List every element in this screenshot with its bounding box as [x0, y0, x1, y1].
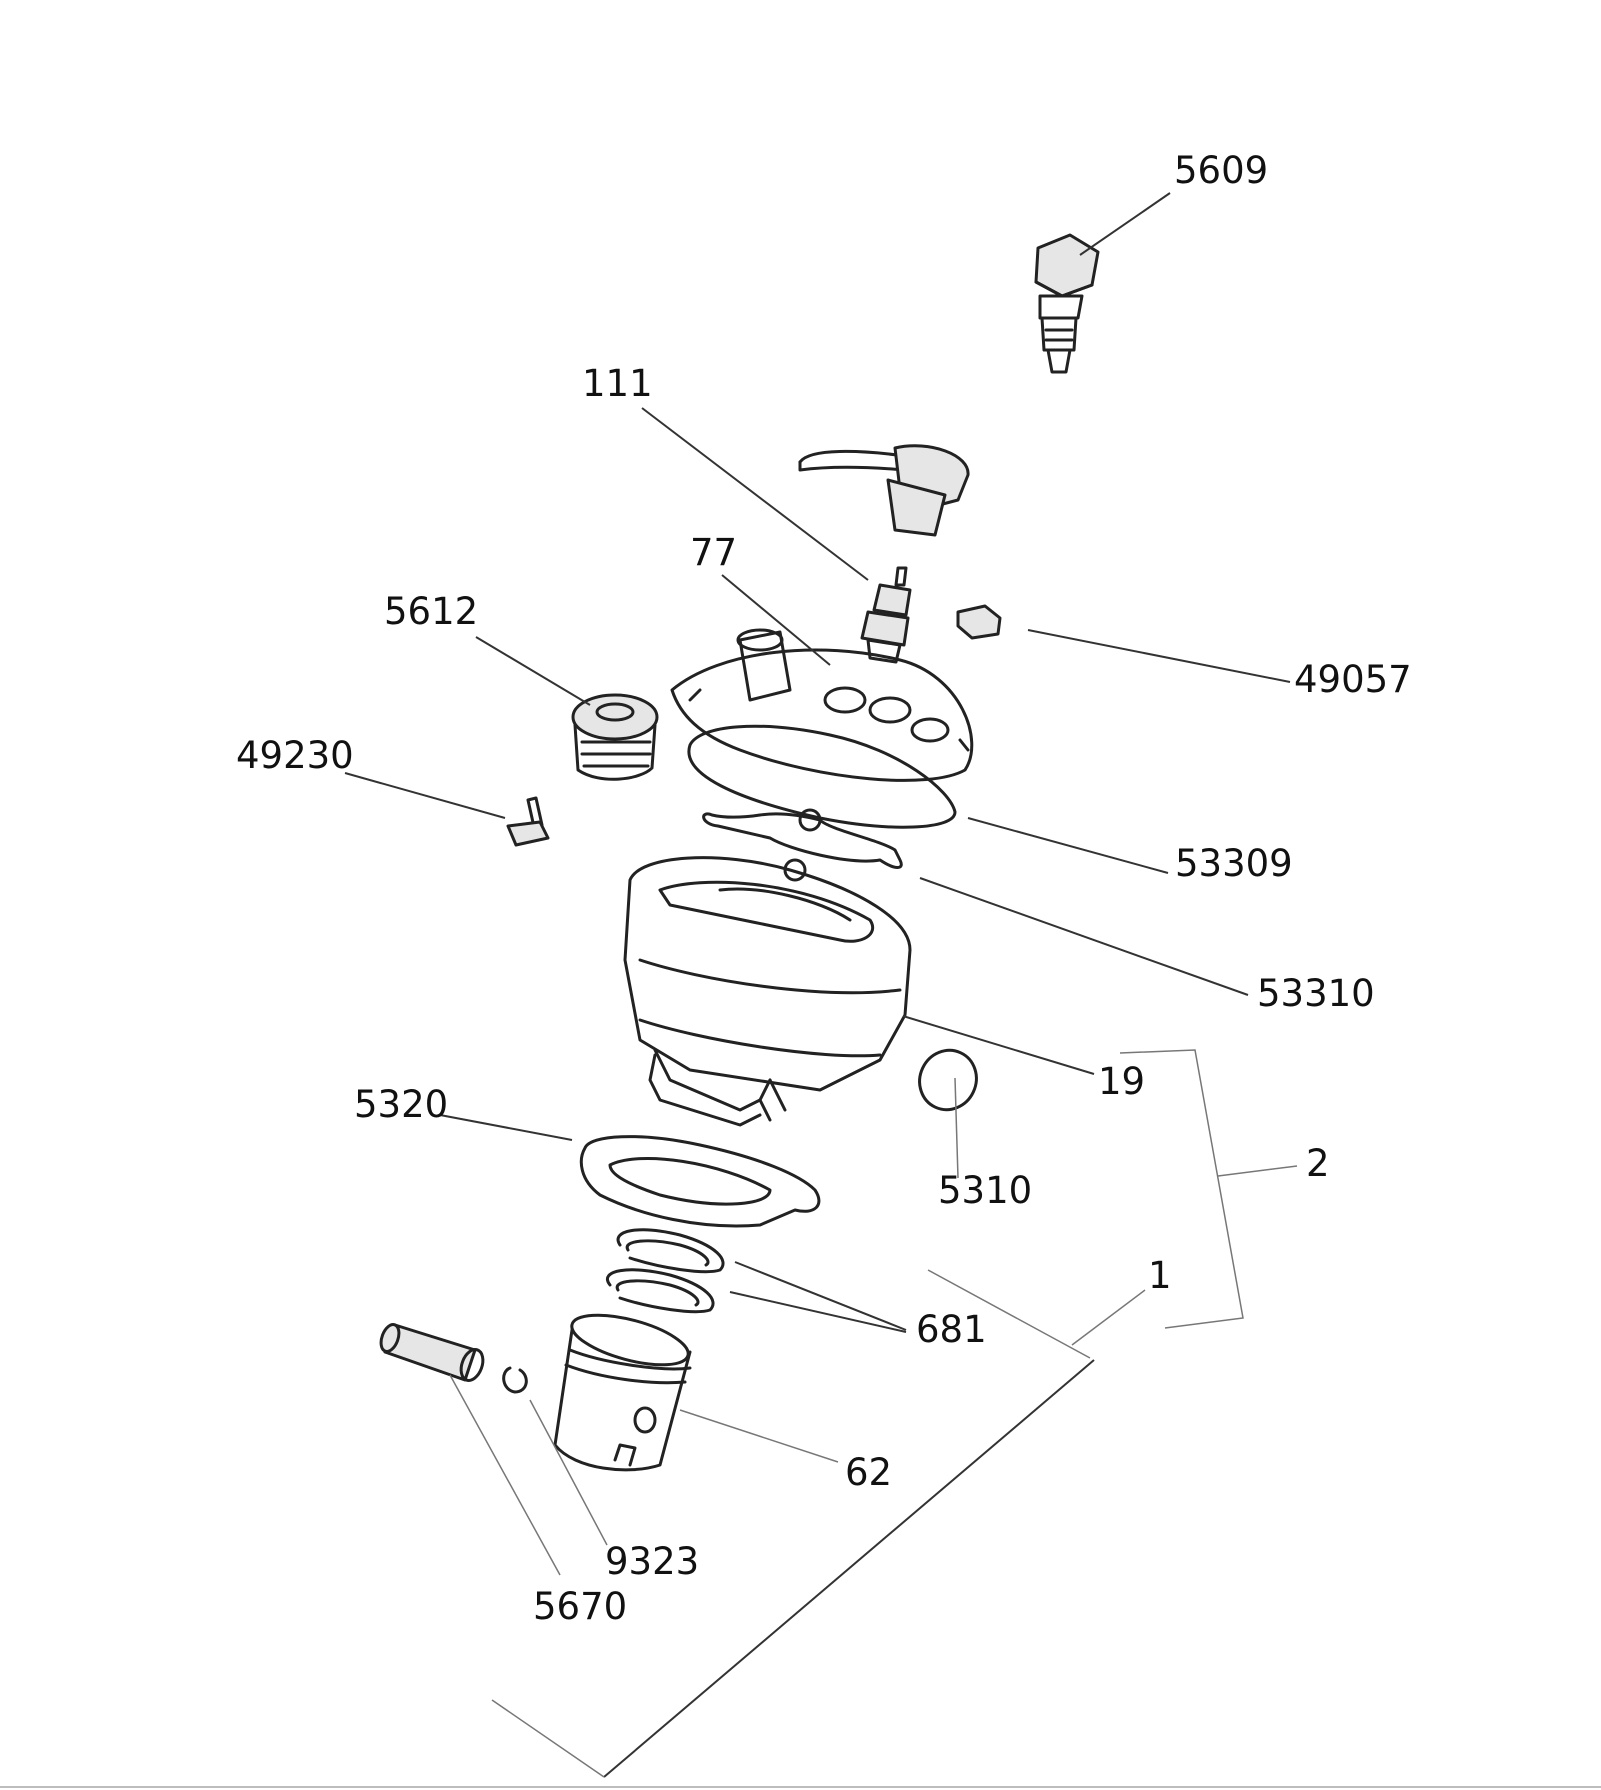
callout-5670: 5670 [533, 1585, 627, 1628]
part-49057[interactable] [956, 604, 1002, 640]
part-681-piston-rings[interactable] [606, 1228, 725, 1314]
part-5320-base-gasket[interactable] [579, 1135, 821, 1228]
callout-19: 19 [1098, 1060, 1145, 1103]
callout-5612: 5612 [384, 590, 478, 633]
bottom-divider [0, 1786, 1601, 1788]
callout-2: 2 [1306, 1142, 1330, 1185]
callout-53309: 53309 [1175, 842, 1293, 885]
callout-5320: 5320 [354, 1083, 448, 1126]
leader-lines [344, 192, 1298, 1778]
callout-5310: 5310 [938, 1169, 1032, 1212]
part-53309-o-ring[interactable] [687, 724, 957, 829]
part-5609-temperature-sensor[interactable] [1034, 233, 1100, 374]
callout-49230: 49230 [236, 734, 354, 777]
part-9323-circlip[interactable] [502, 1366, 528, 1394]
callout-5609: 5609 [1174, 149, 1268, 192]
part-19-cylinder[interactable] [623, 856, 912, 1127]
part-62-piston[interactable] [553, 1305, 693, 1472]
callout-53310: 53310 [1257, 972, 1375, 1015]
part-spark-plug[interactable] [860, 566, 912, 664]
part-5612-thermostat[interactable] [571, 693, 659, 781]
part-77-cylinder-head[interactable] [670, 628, 974, 782]
part-111-spark-plug-cap[interactable] [798, 444, 970, 537]
part-5310-o-ring[interactable] [910, 1041, 986, 1119]
part-53310-gasket[interactable] [702, 808, 903, 882]
part-5670-piston-pin[interactable] [378, 1322, 487, 1383]
callout-9323: 9323 [605, 1540, 699, 1583]
callout-681: 681 [916, 1308, 987, 1351]
callout-111: 111 [582, 362, 653, 405]
callout-1: 1 [1148, 1254, 1172, 1297]
callout-49057: 49057 [1294, 658, 1412, 701]
callout-77: 77 [690, 531, 737, 574]
part-49230-screw[interactable] [506, 796, 550, 847]
callout-62: 62 [845, 1451, 892, 1494]
